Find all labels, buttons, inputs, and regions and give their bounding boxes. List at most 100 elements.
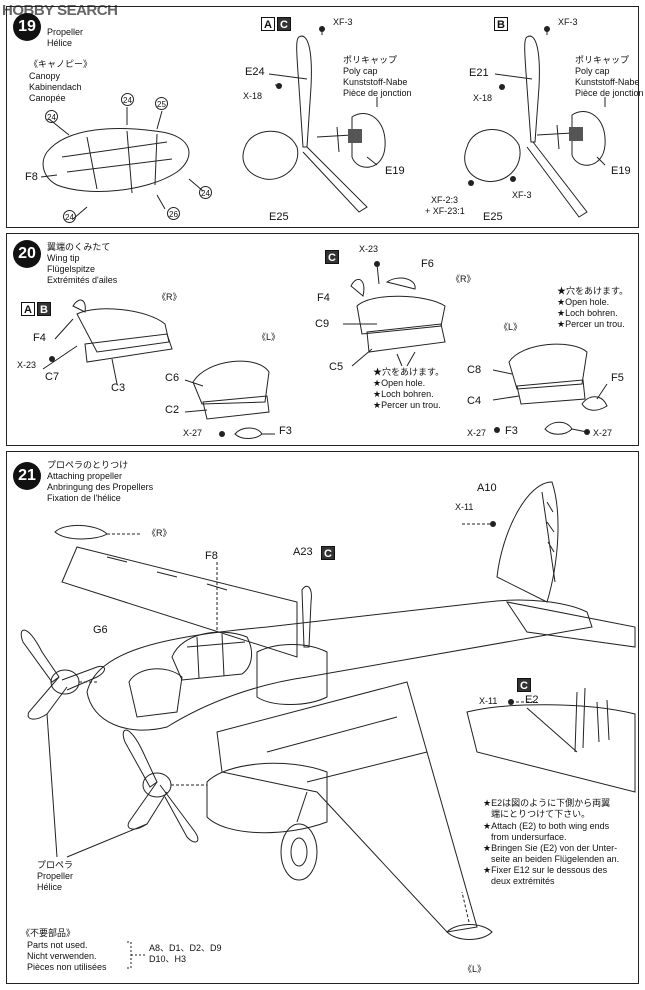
- open-hole-fr: ★Percer un trou.: [373, 400, 441, 410]
- step-number: 20: [13, 240, 41, 268]
- paint-x23: X-23: [17, 360, 37, 370]
- step-title-en: Wing tip: [47, 253, 80, 263]
- step-title-fr: Extrémités d'ailes: [47, 275, 118, 285]
- open-hole-fr: ★Percer un trou.: [557, 319, 625, 329]
- part-f8: F8: [25, 171, 38, 183]
- part-e21: E21: [469, 67, 489, 79]
- part-e19: E19: [385, 165, 405, 177]
- polycap-de: Kunststoff-Nabe: [575, 77, 640, 87]
- part-f3: F3: [279, 425, 292, 437]
- circled-25: 25: [155, 97, 168, 110]
- part-f4: F4: [33, 332, 46, 344]
- step-number: 19: [13, 13, 41, 41]
- step-title-jp: プロペラのとりつけ: [47, 460, 129, 470]
- part-e2: E2: [525, 694, 539, 706]
- paint-x27: X-27: [467, 428, 487, 438]
- paint-x18: X-18: [473, 93, 493, 103]
- polycap-de: Kunststoff-Nabe: [343, 77, 408, 87]
- step-title-de: Anbringung des Propellers: [47, 482, 154, 492]
- step-19-panel: 19 Propeller Hélice 《キャノピー》 Canopy Kabin…: [6, 6, 644, 228]
- e2-note-de-2: seite an beiden Flügelenden an.: [491, 854, 620, 864]
- part-f4: F4: [317, 292, 330, 304]
- polycap-fr: Pièce de jonction: [343, 88, 412, 98]
- step-19-drawing: [40, 26, 606, 220]
- part-e25: E25: [269, 211, 289, 223]
- part-e25: E25: [483, 211, 503, 223]
- unused-parts-line-2: D10、H3: [149, 954, 187, 964]
- parts-box-c: C: [325, 250, 339, 264]
- part-c7: C7: [45, 371, 60, 383]
- parts-box-a: A: [261, 17, 275, 31]
- e2-note-en-2: from undersurface.: [491, 832, 567, 842]
- left-side-label: 《L》: [463, 964, 487, 974]
- part-g6: G6: [93, 624, 108, 636]
- canopy-label-de: Kabinendach: [29, 82, 82, 92]
- step-20-drawing: [42, 261, 608, 439]
- e2-note-fr-1: ★Fixer E12 sur le dessous des: [483, 865, 608, 875]
- right-side-label: 《R》: [451, 274, 476, 284]
- part-f6: F6: [421, 258, 434, 270]
- part-f8: F8: [205, 550, 218, 562]
- left-side-label: 《L》: [257, 332, 281, 342]
- part-a23: A23: [293, 546, 313, 558]
- step-number: 21: [13, 462, 41, 490]
- part-e24: E24: [245, 66, 265, 78]
- paint-xf23-ratio: + XF-23:1: [425, 206, 465, 216]
- part-c5: C5: [329, 361, 344, 373]
- polycap-en: Poly cap: [575, 66, 610, 76]
- parts-box-a: A: [21, 302, 35, 316]
- paint-x27: X-27: [593, 428, 613, 438]
- paint-xf2-ratio: XF-2:3: [431, 195, 459, 205]
- e2-note-en-1: ★Attach (E2) to both wing ends: [483, 821, 610, 831]
- paint-x27: X-27: [183, 428, 203, 438]
- parts-box-c: C: [321, 546, 335, 560]
- part-c3: C3: [111, 382, 126, 394]
- step-title-en: Attaching propeller: [47, 471, 123, 481]
- open-hole-en: ★Open hole.: [373, 378, 426, 388]
- paint-x11: X-11: [455, 502, 474, 512]
- polycap-jp: ポリキャップ: [343, 55, 398, 65]
- open-hole-de: ★Loch bohren.: [557, 308, 618, 318]
- e2-note-de-1: ★Bringen Sie (E2) von der Unter-: [483, 843, 618, 853]
- step-21-panel: 21 プロペラのとりつけ Attaching propeller Anbring…: [6, 451, 639, 984]
- propeller-label-jp: プロペラ: [37, 860, 74, 870]
- circled-24: 24: [199, 186, 212, 199]
- right-side-label: 《R》: [157, 292, 182, 302]
- step-title-en: Propeller: [47, 27, 84, 37]
- parts-box-c: C: [517, 678, 531, 692]
- part-e19: E19: [611, 165, 631, 177]
- parts-box-c: C: [277, 17, 291, 31]
- left-side-label: 《L》: [499, 322, 523, 332]
- unused-title-fr: Pièces non utilisées: [27, 962, 107, 972]
- part-f5: F5: [611, 372, 624, 384]
- paint-x11: X-11: [479, 696, 498, 706]
- e2-note-jp-1: ★E2は図のように下側から両翼: [483, 798, 611, 808]
- paint-x23: X-23: [359, 244, 379, 254]
- part-c6: C6: [165, 372, 180, 384]
- part-a10: A10: [477, 482, 497, 494]
- step-title-fr: Fixation de l'hélice: [47, 493, 121, 503]
- part-c4: C4: [467, 395, 482, 407]
- part-c8: C8: [467, 364, 482, 376]
- paint-xf3: XF-3: [333, 17, 353, 27]
- canopy-label-en: Canopy: [29, 71, 61, 81]
- polycap-fr: Pièce de jonction: [575, 88, 644, 98]
- canopy-label-fr: Canopée: [29, 93, 66, 103]
- e2-note-jp-2: 端にとりつけて下さい。: [491, 809, 591, 819]
- unused-title-jp: 《不要部品》: [21, 928, 76, 938]
- circled-26: 26: [167, 207, 180, 220]
- open-hole-jp: ★穴をあけます。: [373, 367, 445, 377]
- part-c2: C2: [165, 404, 180, 416]
- unused-title-en: Parts not used.: [27, 940, 88, 950]
- circled-24: 24: [45, 110, 58, 123]
- canopy-label-jp: 《キャノピー》: [29, 59, 93, 69]
- unused-parts-line-1: A8、D1、D2、D9: [149, 943, 222, 953]
- open-hole-en: ★Open hole.: [557, 297, 610, 307]
- right-side-label: 《R》: [147, 528, 172, 538]
- polycap-en: Poly cap: [343, 66, 378, 76]
- part-c9: C9: [315, 318, 330, 330]
- step-title-fr: Hélice: [47, 38, 73, 48]
- step-title-de: Flügelspitze: [47, 264, 96, 274]
- part-f3: F3: [505, 425, 518, 437]
- paint-xf3: XF-3: [512, 190, 532, 200]
